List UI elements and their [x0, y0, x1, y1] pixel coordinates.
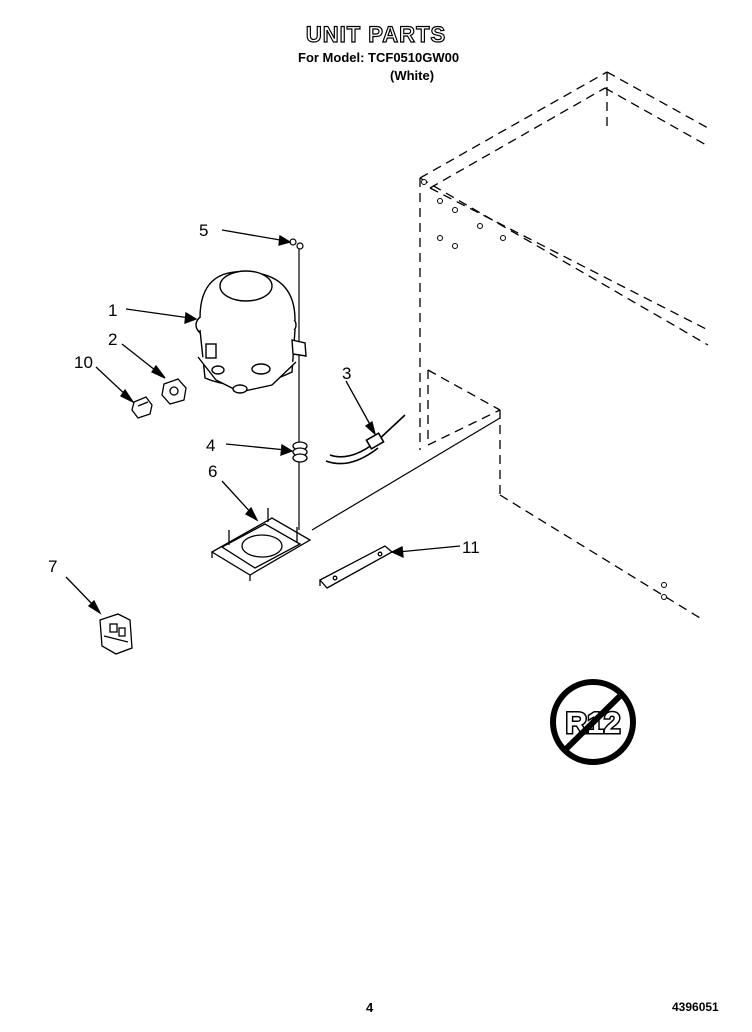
base-centerline — [311, 417, 501, 531]
callout-7: 7 — [48, 557, 57, 576]
callout-1: 1 — [108, 301, 117, 320]
page-title: UNIT PARTS — [305, 21, 447, 47]
callout-5: 5 — [199, 221, 208, 240]
cabinet-screw-holes — [421, 179, 667, 600]
part-4-grommet — [292, 441, 308, 463]
cabinet-outline — [419, 71, 709, 619]
callout-3: 3 — [342, 364, 351, 383]
callout-6: 6 — [208, 462, 217, 481]
callout-2: 2 — [108, 330, 117, 349]
part-1-compressor — [195, 270, 307, 394]
document-number: 4396051 — [672, 1000, 719, 1014]
callout-10: 10 — [74, 353, 93, 372]
page-number: 4 — [366, 1000, 374, 1015]
leader-lines — [65, 229, 461, 615]
part-7-cover — [99, 613, 133, 655]
model-color: (White) — [390, 68, 435, 83]
part-10-overload — [131, 396, 153, 419]
part-6-base-plate — [210, 508, 312, 581]
model-number: For Model: TCF0510GW00 — [298, 50, 460, 65]
callout-4: 4 — [206, 436, 215, 455]
part-2-relay — [161, 378, 187, 405]
part-5-clip — [289, 238, 304, 250]
no-r12-icon: R12 — [550, 679, 636, 765]
callout-11: 11 — [462, 538, 480, 557]
part-3-heater — [325, 414, 406, 465]
part-11-bracket — [318, 545, 394, 589]
